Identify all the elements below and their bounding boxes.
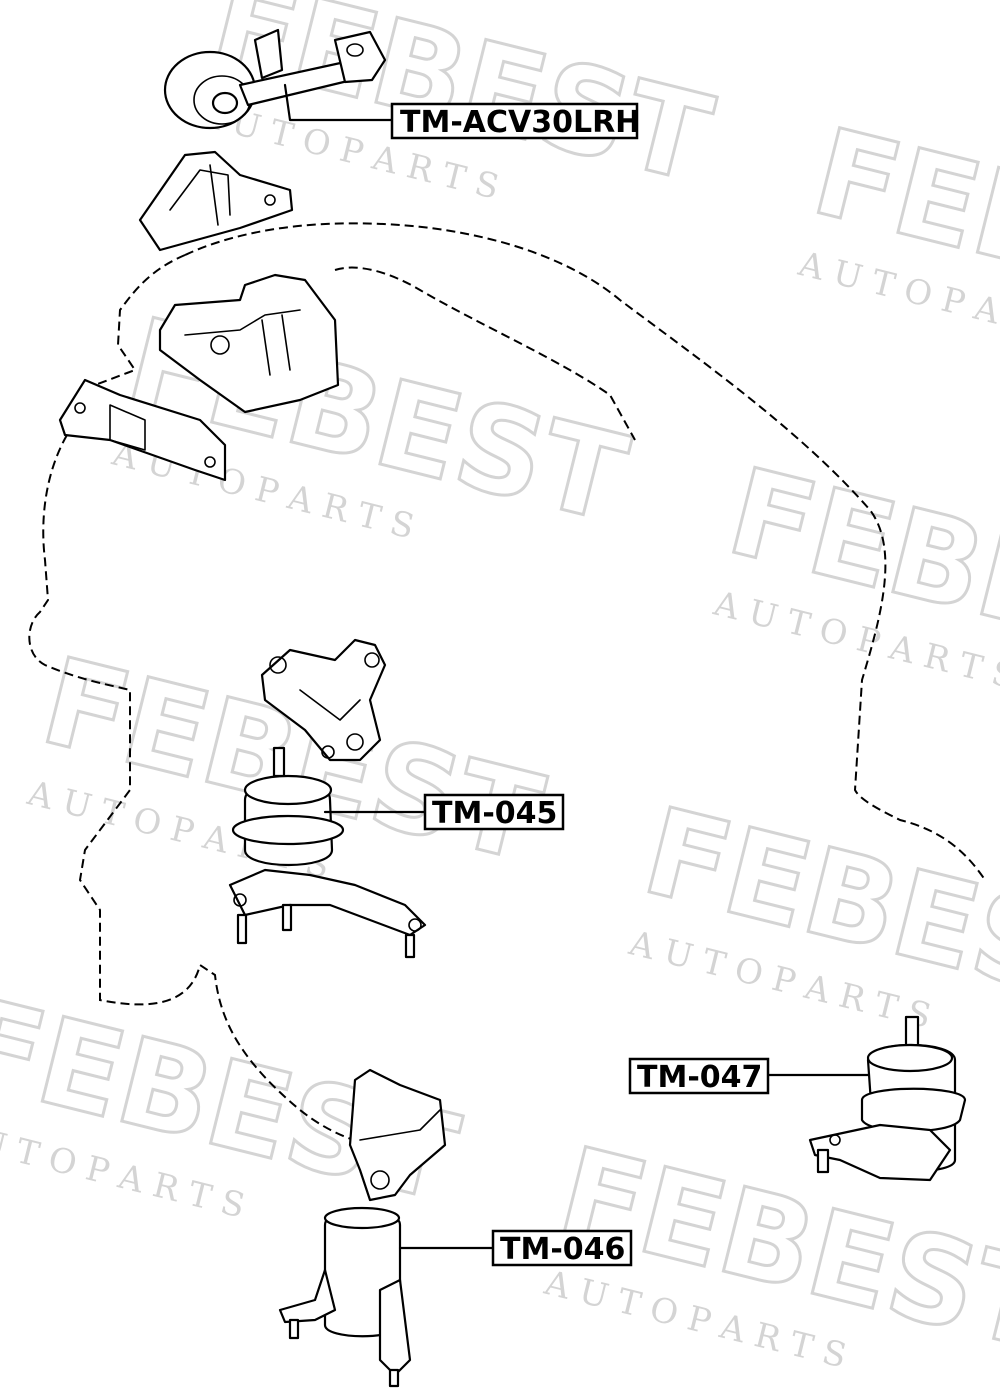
torque-rod-part bbox=[163, 28, 387, 130]
part-label-text: TM-045 bbox=[432, 796, 557, 831]
left-mount-part bbox=[278, 1068, 447, 1388]
leader-line bbox=[283, 83, 394, 122]
part-label-tm-045: TM-045 bbox=[423, 793, 565, 831]
part-label-tm-acv30lrh: TM-ACV30LRH bbox=[390, 102, 640, 140]
part-label-tm-047: TM-047 bbox=[628, 1057, 770, 1095]
right-mount-part bbox=[228, 638, 427, 959]
part-label-tm-046: TM-046 bbox=[491, 1229, 633, 1267]
torque-rod-bracket bbox=[138, 150, 294, 252]
leader-lines bbox=[283, 83, 870, 1250]
rear-mount-part bbox=[808, 1015, 967, 1182]
engine-bracket-upper bbox=[58, 273, 340, 482]
part-label-text: TM-046 bbox=[500, 1232, 625, 1267]
part-label-text: TM-047 bbox=[637, 1060, 762, 1095]
part-label-text: TM-ACV30LRH bbox=[400, 105, 640, 140]
